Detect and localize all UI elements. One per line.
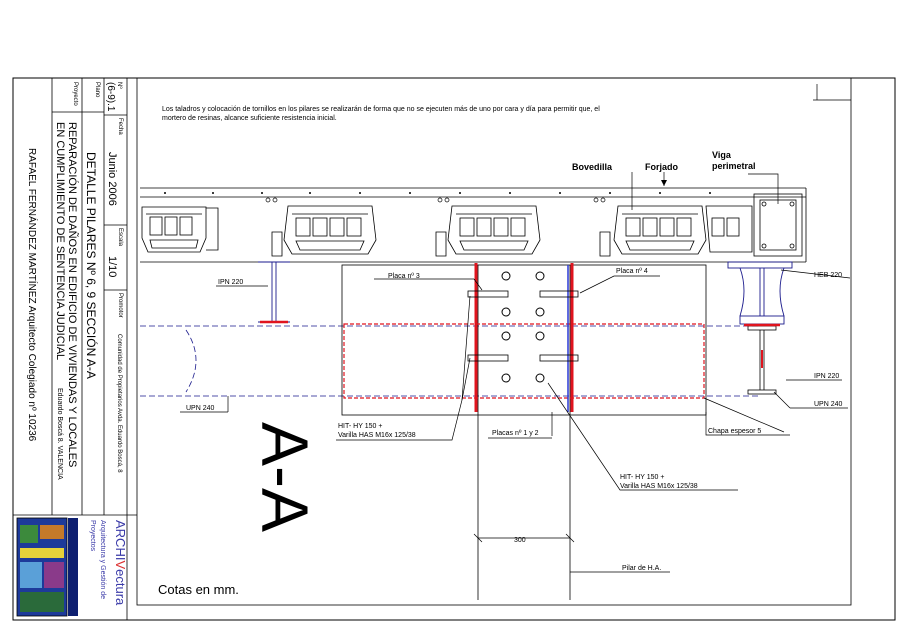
- logo-name: ARCHIVectura: [113, 520, 128, 605]
- leader-lines: [180, 84, 851, 573]
- upn-frame: [343, 323, 705, 399]
- label-forjado: Forjado: [645, 162, 679, 172]
- logo-v: V: [113, 560, 128, 570]
- anchor-bolts: [501, 271, 545, 383]
- column-band: [341, 264, 707, 600]
- tb-promotor-label: Promotor: [117, 293, 123, 318]
- tb-n-label: Nº: [116, 82, 122, 89]
- label-upn-left: UPN 240: [186, 405, 215, 412]
- logo-name-2: ectura: [113, 569, 128, 606]
- tb-fecha-value: Junio 2006: [106, 152, 118, 206]
- pilar-ha: [140, 325, 760, 397]
- forjado-arrow: [661, 180, 667, 186]
- label-chapa: Chapa espesor 5: [708, 428, 761, 435]
- tb-escala-label: Escala: [117, 228, 123, 247]
- note-line-2: mortero de resinas, alcance suficiente r…: [162, 115, 337, 122]
- tb-architect: RAFAEL FERNÁNDEZ MARTÍNEZ Arquitecto Col…: [26, 148, 37, 442]
- tb-plano-value: DETALLE PILARES Nº 6, 9 SECCIÓN A-A: [84, 152, 98, 379]
- label-heb: HEB 220: [814, 272, 842, 279]
- label-upn-right: UPN 240: [814, 401, 843, 408]
- forjado-slab: [140, 187, 807, 263]
- tb-promotor-value: Comunidad de Propietarios Avda. Eduardo …: [116, 334, 122, 473]
- title-block-grid: [13, 78, 137, 620]
- tb-proyecto-line2b: Eduardo Boscá 8. VALENCIA: [56, 388, 63, 480]
- logo-sub-1: Arquitectura y Gestión de: [99, 520, 106, 599]
- tb-proyecto-line2: EN CUMPLIMIENTO DE SENTENCIA JUDICIAL: [54, 122, 66, 361]
- label-hit1-b: Varilla HAS M16x 125/38: [338, 432, 416, 439]
- tb-escala-value: 1/10: [106, 256, 118, 278]
- tb-fecha-label: Fecha: [117, 118, 123, 135]
- label-cotas: Cotas en mm.: [158, 582, 239, 597]
- drawing-frame: [136, 77, 852, 606]
- tb-proyecto-label: Proyecto: [72, 82, 78, 106]
- logo: [16, 517, 78, 617]
- threaded-rods: [467, 290, 579, 362]
- label-viga-1: Viga: [712, 150, 732, 160]
- label-hit1-a: HIT- HY 150 +: [338, 423, 382, 430]
- label-dim-300: 300: [514, 537, 526, 544]
- annotation-text: Los taladros y colocación de tornillos e…: [158, 106, 843, 597]
- label-ipn-left: IPN 220: [218, 279, 243, 286]
- tb-n-value: (6-9).1: [105, 82, 116, 112]
- note-line-1: Los taladros y colocación de tornillos e…: [162, 106, 600, 113]
- label-placa-4: Placa nº 4: [616, 268, 648, 275]
- bovedilla-blocks: [141, 205, 753, 257]
- slab-rebar-circles: [265, 197, 606, 203]
- label-ipn-right: IPN 220: [814, 373, 839, 380]
- tb-plano-label: Plano: [94, 82, 100, 98]
- logo-name-1: ARCHI: [113, 520, 128, 561]
- label-viga-2: perimetral: [712, 161, 756, 171]
- logo-sub-2: Proyectos: [89, 520, 96, 552]
- label-placa-3: Placa nº 3: [388, 273, 420, 280]
- label-hit2-b: Varilla HAS M16x 125/38: [620, 483, 698, 490]
- tb-proyecto-line1: REPARACIÓN DE DAÑOS EN EDIFICIO DE VIVIE…: [66, 122, 78, 468]
- label-pilar: Pilar de H.A.: [622, 565, 661, 572]
- label-bovedilla: Bovedilla: [572, 162, 613, 172]
- section-label: A-A: [248, 422, 322, 532]
- label-hit2-a: HIT- HY 150 +: [620, 474, 664, 481]
- slab-rebar-dots: [164, 192, 711, 194]
- label-placas-1-2: Placas nº 1 y 2: [492, 430, 539, 437]
